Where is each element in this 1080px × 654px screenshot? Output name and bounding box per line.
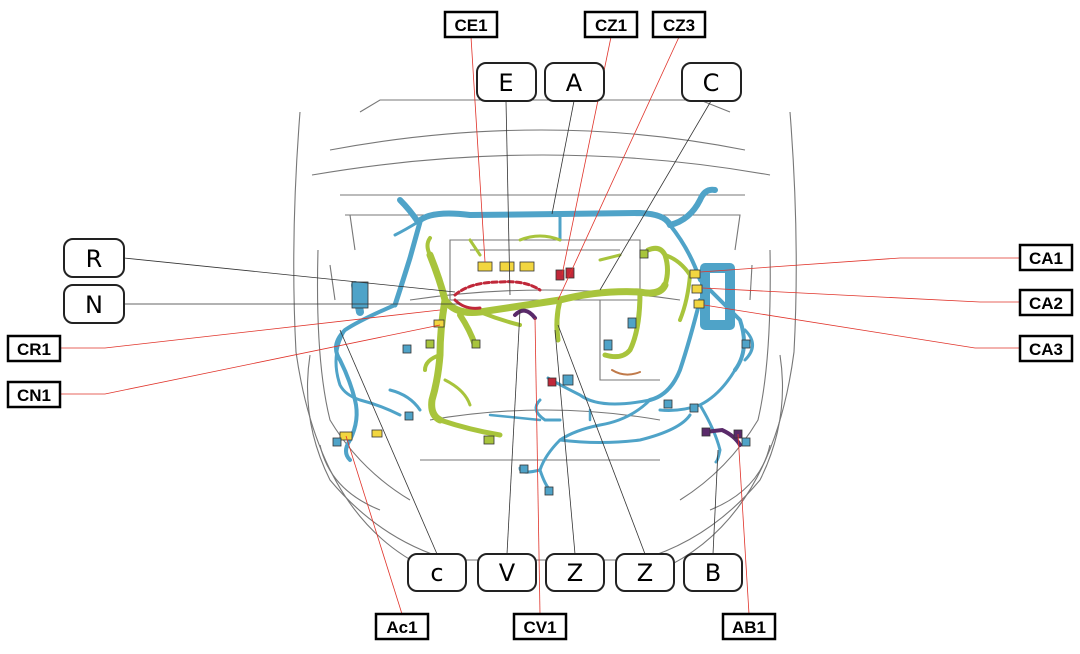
- engine-wire-harness: [423, 234, 692, 438]
- harness-tag-c-lower: c: [407, 553, 467, 592]
- connector-label-ca2: CA2: [1029, 294, 1063, 313]
- harness-label-n: N: [85, 291, 103, 319]
- connector-label-cz3: CZ3: [663, 16, 695, 35]
- connector-tag-ca3: CA3: [1018, 334, 1074, 363]
- connector-tags: CE1 CZ1 CZ3 CA1 CA2 CA3 CR1 CN1: [6, 10, 1074, 641]
- connector-label-ab1: AB1: [732, 618, 766, 637]
- harness-label-e: E: [498, 69, 513, 97]
- connector-tag-ac1: Ac1: [374, 612, 430, 641]
- harness-tag-c-upper: C: [681, 62, 742, 102]
- vehicle-outline: [293, 99, 797, 571]
- connector-label-cz1: CZ1: [595, 16, 627, 35]
- harness-tags: E A C R N c V Z: [63, 62, 743, 592]
- harness-label-z-left: Z: [567, 559, 583, 587]
- harness-label-v: V: [499, 559, 516, 587]
- body-wire-harness: [334, 186, 754, 492]
- connector-label-cr1: CR1: [17, 340, 51, 359]
- harness-tag-n: N: [63, 284, 125, 324]
- harness-label-r: R: [86, 245, 103, 273]
- connector-tag-cn1: CN1: [6, 380, 62, 409]
- connector-tag-ce1: CE1: [443, 10, 499, 39]
- connector-tag-cz1: CZ1: [583, 10, 639, 39]
- connector-tag-cr1: CR1: [6, 334, 62, 363]
- connector-label-cv1: CV1: [523, 618, 556, 637]
- harness-tag-e: E: [476, 62, 537, 102]
- harness-leader-lines: [123, 100, 719, 555]
- harness-label-b: B: [705, 559, 721, 587]
- harness-label-c-lower: c: [430, 559, 443, 587]
- harness-label-a: A: [566, 69, 583, 97]
- harness-tag-z-left: Z: [545, 553, 605, 592]
- harness-tag-v: V: [477, 553, 537, 592]
- connector-callout-lines: [60, 36, 1020, 615]
- connector-label-ca1: CA1: [1029, 249, 1063, 268]
- harness-tag-z-right: Z: [615, 553, 675, 592]
- harness-label-z-right: Z: [637, 559, 653, 587]
- harness-tag-r: R: [63, 238, 125, 278]
- connector-label-ac1: Ac1: [386, 618, 417, 637]
- connector-tag-ca2: CA2: [1018, 288, 1074, 317]
- harness-tag-a: A: [544, 62, 605, 102]
- connector-tag-ca1: CA1: [1018, 243, 1074, 272]
- harness-tag-b: B: [683, 553, 743, 592]
- connector-label-ce1: CE1: [454, 16, 487, 35]
- connector-label-cn1: CN1: [17, 386, 51, 405]
- connector-tag-cz3: CZ3: [651, 10, 707, 39]
- connector-tag-ab1: AB1: [721, 612, 777, 641]
- connector-label-ca3: CA3: [1029, 340, 1063, 359]
- connector-tag-cv1: CV1: [512, 612, 568, 641]
- harness-label-c-upper: C: [703, 69, 720, 97]
